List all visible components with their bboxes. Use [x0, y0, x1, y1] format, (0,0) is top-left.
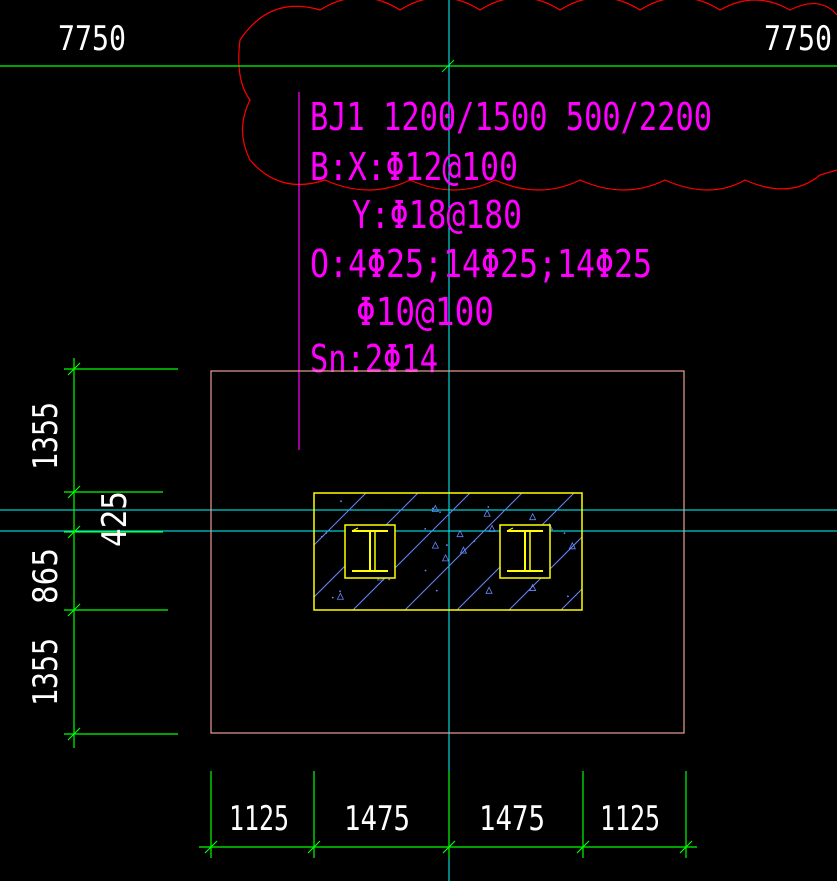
- h-beam-icon[interactable]: [499, 524, 551, 579]
- dim-horizontal-3: 1475: [479, 799, 545, 839]
- annotation-line-2: B:X:Φ12@100: [310, 145, 518, 189]
- annotation-line-3: Y:Φ18@180: [352, 193, 522, 237]
- dim-vertical-1: 1355: [26, 402, 66, 470]
- annotation-line-4: O:4Φ25;14Φ25;14Φ25: [310, 242, 652, 286]
- dim-horizontal-4: 1125: [600, 799, 660, 839]
- h-beam-icon[interactable]: [344, 524, 396, 579]
- annotation-line-1: BJ1 1200/1500 500/2200: [310, 95, 712, 139]
- horizontal-dimension-chain[interactable]: [199, 771, 697, 858]
- dim-horizontal-1: 1125: [229, 799, 289, 839]
- axis-tick: [441, 59, 455, 73]
- annotation-line-5: Φ10@100: [356, 290, 494, 334]
- revision-cloud[interactable]: [238, 0, 837, 191]
- footing-outline[interactable]: [210, 370, 685, 734]
- axis-label-left: 7750: [58, 19, 126, 59]
- vertical-dimension-chain[interactable]: [64, 358, 178, 748]
- pedestal-outline[interactable]: [313, 492, 583, 611]
- dim-vertical-3: 865: [26, 548, 66, 604]
- dim-vertical-2: 425: [95, 491, 135, 547]
- axis-label-right: 7750: [764, 19, 832, 59]
- annotation-line-6: Sn:2Φ14: [310, 337, 438, 381]
- dim-vertical-4: 1355: [26, 638, 66, 706]
- dim-horizontal-2: 1475: [344, 799, 410, 839]
